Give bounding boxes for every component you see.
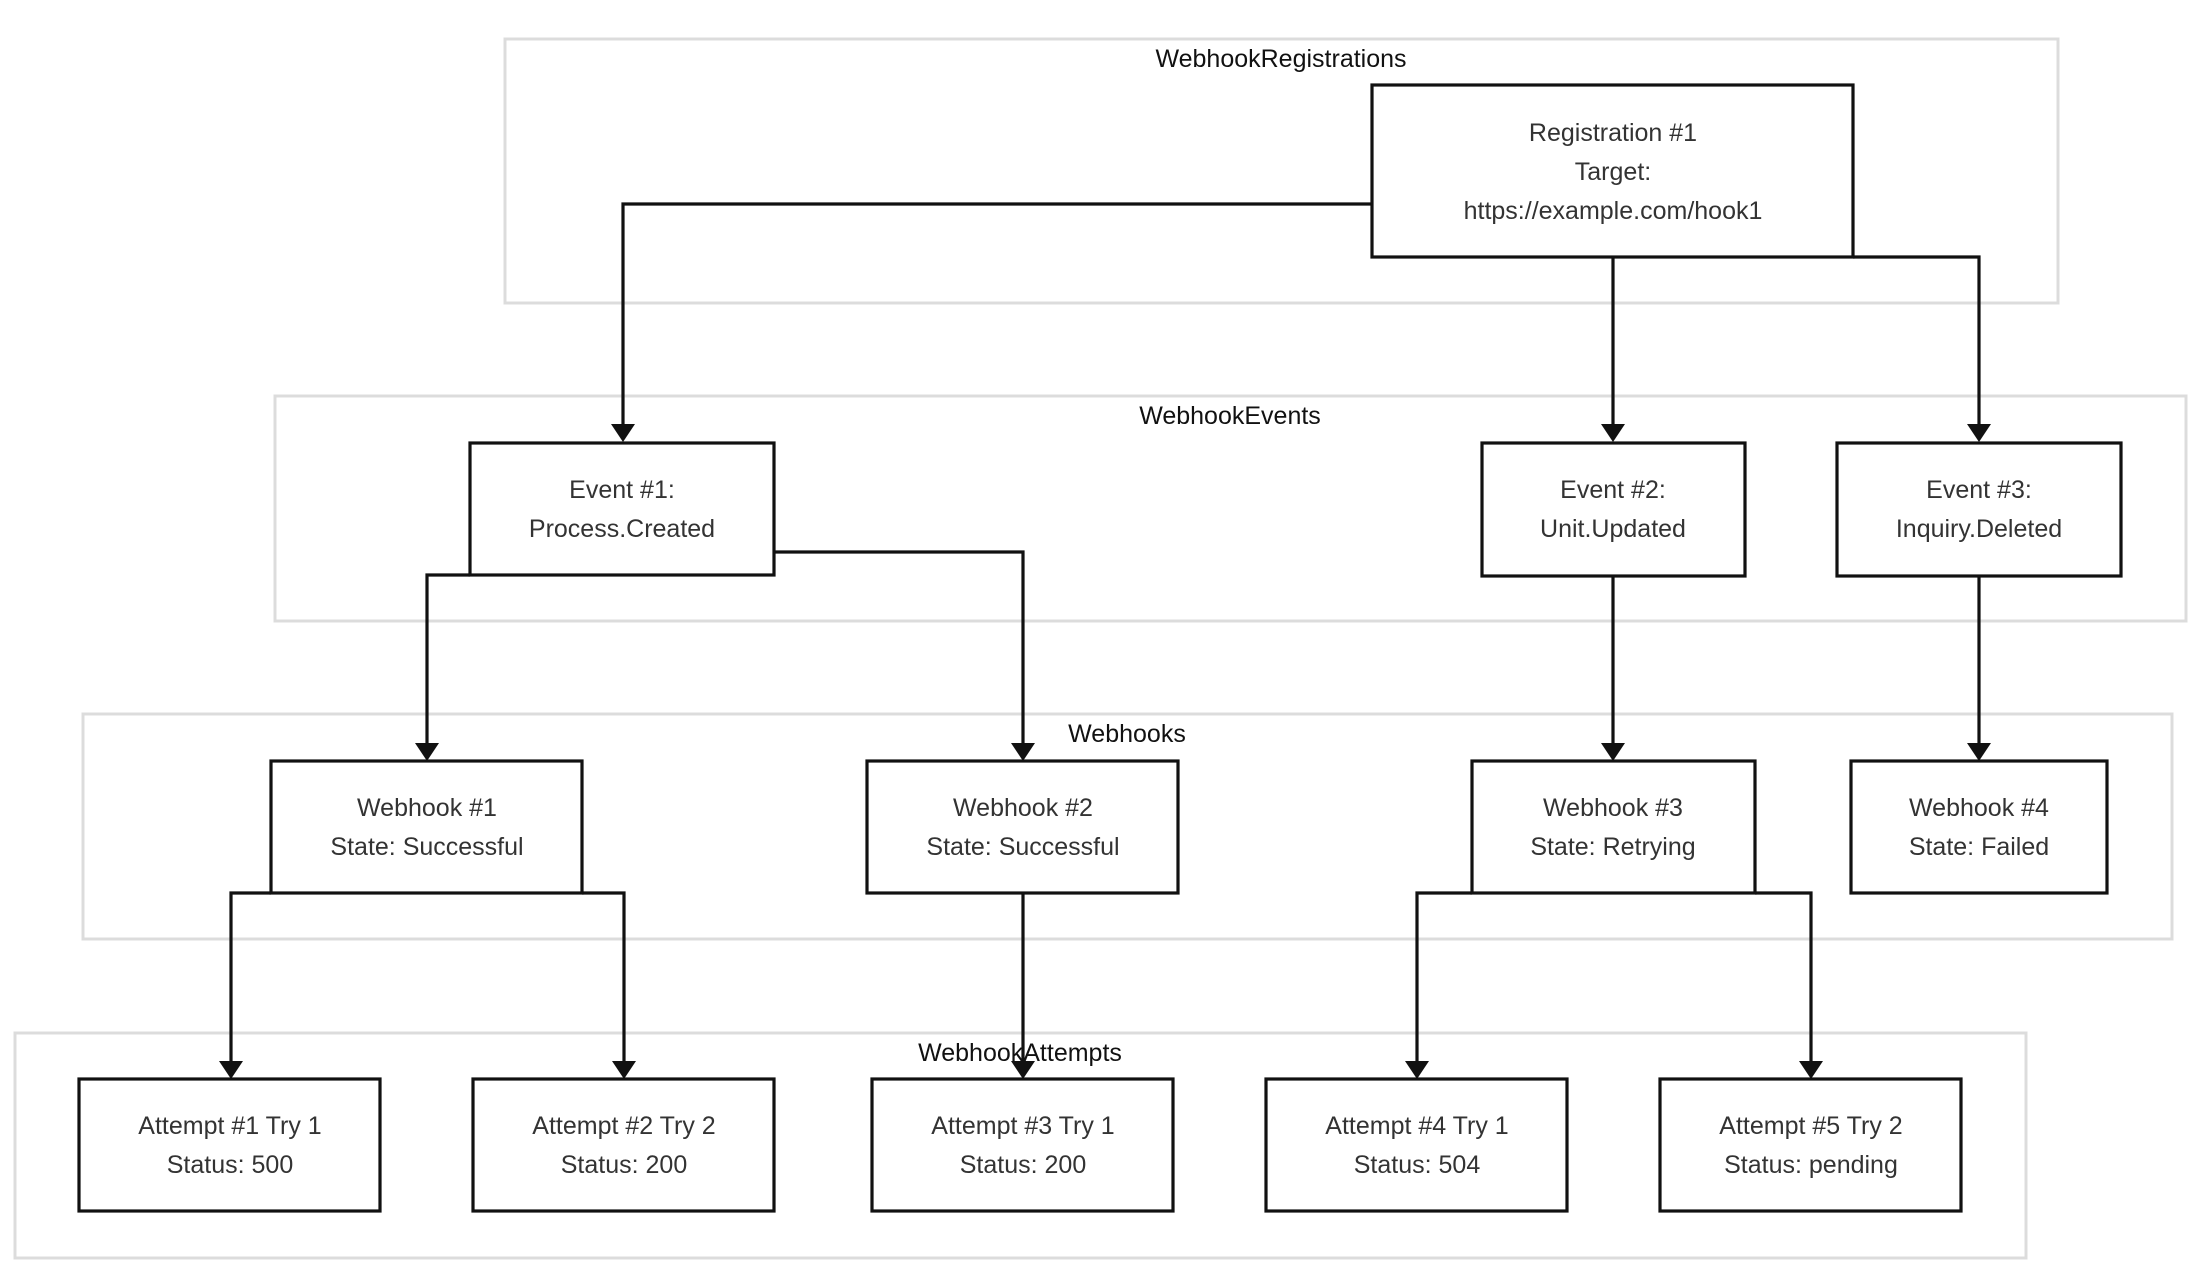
edge-webhook3-attempt4: [1415, 891, 1472, 1061]
node-webhook-2-line2: State: Successful: [926, 833, 1119, 861]
node-event-2: Event #2: Unit.Updated: [1480, 441, 1747, 578]
edge-webhook1-attempt1: [229, 891, 271, 1061]
node-attempt-4-line1: Attempt #4 Try 1: [1325, 1112, 1508, 1140]
edge-webhook1-attempt2: [582, 891, 626, 1061]
node-event-1-line2: Process.Created: [529, 515, 715, 543]
node-registration-1-line1: Registration #1: [1529, 119, 1697, 147]
node-attempt-2-line1: Attempt #2 Try 2: [532, 1112, 715, 1140]
node-attempt-5: Attempt #5 Try 2 Status: pending: [1658, 1077, 1963, 1213]
node-attempt-3-line2: Status: 200: [960, 1151, 1086, 1179]
node-webhook-2-line1: Webhook #2: [953, 794, 1093, 822]
node-attempt-3: Attempt #3 Try 1 Status: 200: [870, 1077, 1175, 1213]
node-registration-1: Registration #1 Target: https://example.…: [1370, 83, 1855, 259]
node-attempt-1: Attempt #1 Try 1 Status: 500: [77, 1077, 382, 1213]
arrowhead-webhook3: [1601, 743, 1625, 761]
arrowhead-attempt4: [1405, 1061, 1429, 1079]
node-webhook-1-line1: Webhook #1: [357, 794, 497, 822]
node-attempt-2-line2: Status: 200: [561, 1151, 687, 1179]
edge-webhook3-attempt5: [1755, 891, 1813, 1061]
group-attempts-frame: [13, 1031, 2028, 1260]
node-webhook-3: Webhook #3 State: Retrying: [1470, 759, 1757, 895]
arrowhead-attempt1: [219, 1061, 243, 1079]
node-webhook-1: Webhook #1 State: Successful: [269, 759, 584, 895]
node-webhook-2: Webhook #2 State: Successful: [865, 759, 1180, 895]
node-webhook-3-line2: State: Retrying: [1530, 833, 1695, 861]
node-webhook-1-line2: State: Successful: [330, 833, 523, 861]
node-attempt-3-line1: Attempt #3 Try 1: [931, 1112, 1114, 1140]
node-registration-1-line3: https://example.com/hook1: [1464, 197, 1763, 225]
arrowhead-webhook2: [1011, 743, 1035, 761]
group-registrations-frame: [503, 37, 2060, 305]
edge-reg1-event3: [1853, 255, 1981, 424]
group-events-frame: [273, 394, 2188, 623]
arrowhead-webhook1: [415, 743, 439, 761]
node-attempt-5-line2: Status: pending: [1724, 1151, 1898, 1179]
group-attempts-label: WebhookAttempts: [918, 1039, 1122, 1067]
arrowhead-webhook4: [1967, 743, 1991, 761]
node-event-3-line2: Inquiry.Deleted: [1896, 515, 2062, 543]
node-attempt-5-line1: Attempt #5 Try 2: [1719, 1112, 1902, 1140]
node-attempt-1-line2: Status: 500: [167, 1151, 293, 1179]
arrowhead-event3: [1967, 424, 1991, 442]
node-event-3-line1: Event #3:: [1926, 476, 2032, 504]
node-attempt-2: Attempt #2 Try 2 Status: 200: [471, 1077, 776, 1213]
group-webhooks-label: Webhooks: [1068, 720, 1186, 748]
node-event-1-line1: Event #1:: [569, 476, 675, 504]
node-webhook-3-line1: Webhook #3: [1543, 794, 1683, 822]
node-attempt-4: Attempt #4 Try 1 Status: 504: [1264, 1077, 1569, 1213]
node-event-2-line1: Event #2:: [1560, 476, 1666, 504]
edge-event1-webhook2: [774, 550, 1025, 743]
node-webhook-4: Webhook #4 State: Failed: [1849, 759, 2109, 895]
node-webhook-4-line2: State: Failed: [1909, 833, 2049, 861]
arrowhead-event2: [1601, 424, 1625, 442]
node-attempt-4-line2: Status: 504: [1354, 1151, 1481, 1179]
node-event-2-line2: Unit.Updated: [1540, 515, 1686, 543]
arrowhead-attempt2: [612, 1061, 636, 1079]
arrowhead-attempt3: [1011, 1061, 1035, 1079]
node-webhook-4-line1: Webhook #4: [1909, 794, 2049, 822]
edge-event1-webhook1: [425, 573, 470, 743]
group-webhooks-frame: [81, 712, 2174, 941]
group-events-label: WebhookEvents: [1139, 402, 1321, 430]
group-registrations-label: WebhookRegistrations: [1155, 45, 1406, 73]
node-registration-1-line2: Target:: [1575, 158, 1651, 186]
arrowhead-attempt5: [1799, 1061, 1823, 1079]
node-attempt-1-line1: Attempt #1 Try 1: [138, 1112, 321, 1140]
edge-reg1-event1: [621, 202, 1372, 424]
node-event-3: Event #3: Inquiry.Deleted: [1835, 441, 2123, 578]
edges: [219, 202, 1991, 1079]
arrowhead-event1: [611, 424, 635, 442]
node-event-1: Event #1: Process.Created: [468, 441, 776, 577]
